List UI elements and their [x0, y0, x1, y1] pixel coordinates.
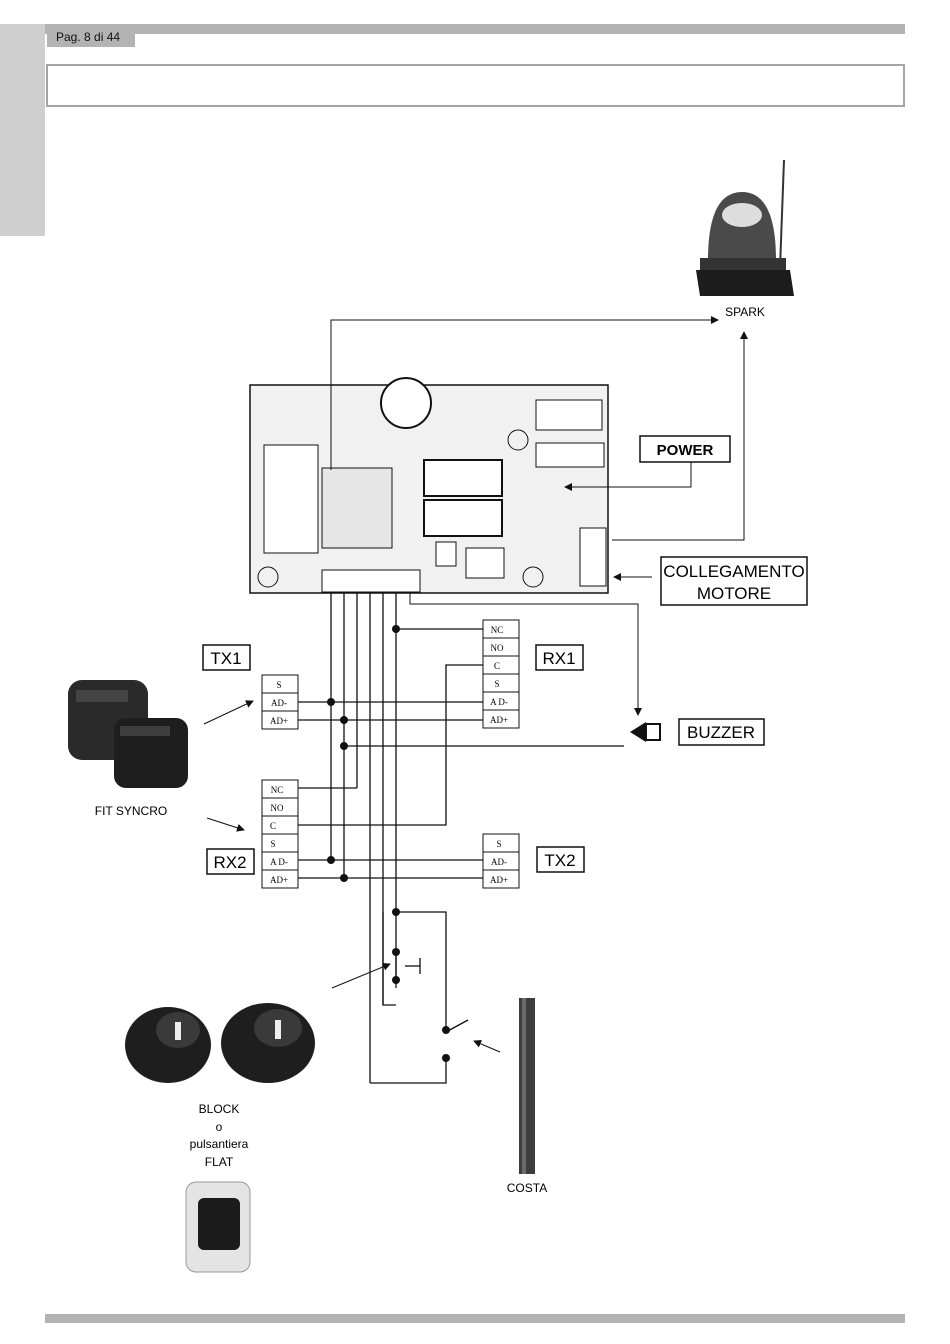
rx2-label: RX2 — [213, 853, 246, 872]
tx2-terminal-block: S AD- AD+ — [483, 834, 519, 888]
rx1-label: RX1 — [542, 649, 575, 668]
safety-edge-picture — [519, 998, 535, 1174]
terminal-label: S — [276, 680, 281, 690]
power-label: POWER — [657, 442, 714, 459]
terminal-label: NC — [271, 785, 284, 795]
tx1-label: TX1 — [210, 649, 241, 668]
terminal-label: C — [270, 821, 276, 831]
terminal-label: C — [494, 661, 500, 671]
tx1-terminal-block: S AD- AD+ — [262, 675, 298, 729]
key-selector-picture — [125, 1003, 315, 1083]
terminal-label: AD+ — [490, 875, 508, 885]
spark-lamp-picture — [696, 160, 794, 296]
terminal-label: NO — [491, 643, 504, 653]
terminal-label: AD- — [491, 857, 507, 867]
block-label-line2: o — [216, 1120, 223, 1134]
buzzer-icon — [630, 722, 660, 742]
terminal-label: S — [496, 839, 501, 849]
buzzer-label: BUZZER — [687, 723, 755, 742]
motor-label-line1: COLLEGAMENTO — [663, 562, 804, 581]
terminal-label: AD- — [271, 698, 287, 708]
terminal-label: AD+ — [270, 875, 288, 885]
terminal-label: A D- — [270, 857, 288, 867]
terminal-label: AD+ — [490, 715, 508, 725]
rx1-terminal-block: NC NO C S A D- AD+ — [483, 620, 519, 728]
block-label-line3: pulsantiera — [190, 1137, 249, 1151]
control-board — [250, 378, 608, 593]
edge-label: COSTA — [507, 1181, 547, 1195]
tx2-label: TX2 — [544, 851, 575, 870]
terminal-label: S — [270, 839, 275, 849]
motor-label-line2: MOTORE — [697, 584, 771, 603]
rx2-terminal-block: NC NO C S A D- AD+ — [262, 780, 298, 888]
photocell-picture — [68, 680, 188, 788]
terminal-label: AD+ — [270, 716, 288, 726]
terminal-label: NC — [491, 625, 504, 635]
photocell-label: FIT SYNCRO — [95, 804, 167, 818]
terminal-label: A D- — [490, 697, 508, 707]
spark-label: SPARK — [725, 305, 765, 319]
terminal-label: S — [494, 679, 499, 689]
junction-dots — [327, 625, 450, 1062]
block-label-line4: FLAT — [205, 1155, 234, 1169]
block-label-line1: BLOCK — [199, 1102, 240, 1116]
pushbutton-panel-picture — [186, 1182, 250, 1272]
terminal-label: NO — [271, 803, 284, 813]
